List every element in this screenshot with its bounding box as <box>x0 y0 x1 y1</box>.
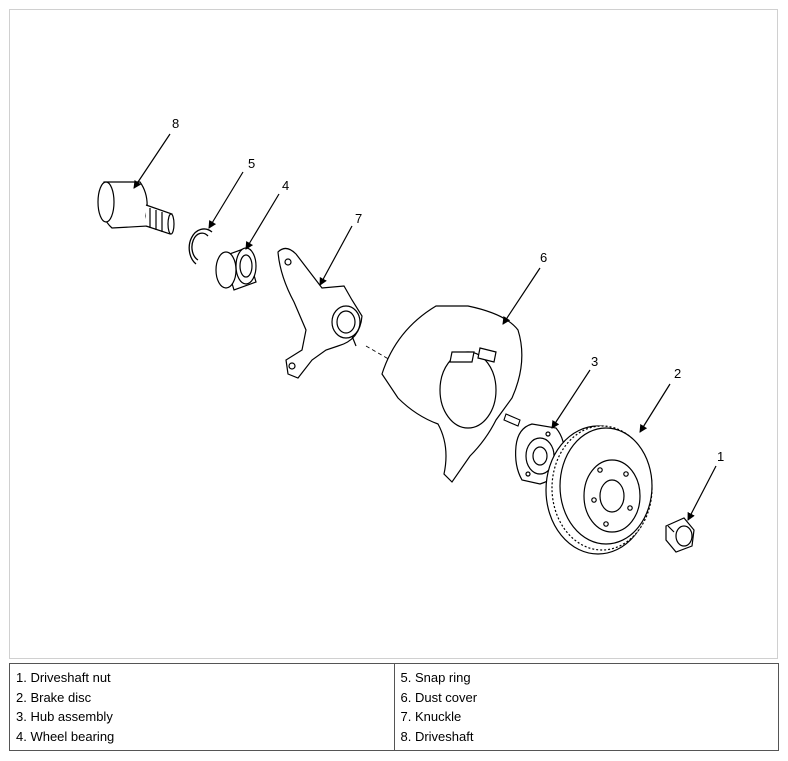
legend-item: 5. Snap ring <box>400 670 471 685</box>
callout-3: 3 <box>591 354 598 369</box>
legend-item: 6. Dust cover <box>400 689 478 705</box>
legend-item: 7. Knuckle <box>400 709 462 724</box>
snap-ring-part <box>188 228 213 265</box>
callout-4: 4 <box>282 178 289 193</box>
diagram-frame <box>9 9 778 659</box>
driveshaft-nut-part <box>665 517 695 553</box>
callout-1: 1 <box>717 449 724 464</box>
driveshaft-part <box>97 181 175 235</box>
legend-column-right: 5. Snap ring 6. Dust cover 7. Knuckle 8.… <box>393 664 779 750</box>
dust-cover-part <box>381 305 523 483</box>
brake-disc-part <box>545 425 653 555</box>
wheel-bearing-part <box>215 247 257 291</box>
legend-item: 2. Brake disc <box>16 689 92 705</box>
parts-legend-table: 1. Driveshaft nut 2. Brake disc 3. Hub a… <box>9 663 779 751</box>
legend-item: 1. Driveshaft nut <box>16 670 111 685</box>
exploded-view-diagram: 8 5 4 7 6 3 2 1 <box>97 116 724 555</box>
callout-7: 7 <box>355 211 362 226</box>
legend-item: 4. Wheel bearing <box>16 728 115 744</box>
callout-8: 8 <box>172 116 179 131</box>
callout-5: 5 <box>248 156 255 171</box>
legend-item: 8. Driveshaft <box>400 728 474 744</box>
callout-6: 6 <box>540 250 547 265</box>
legend-column-left: 1. Driveshaft nut 2. Brake disc 3. Hub a… <box>10 664 394 750</box>
legend-item: 3. Hub assembly <box>16 709 113 724</box>
callout-2: 2 <box>674 366 681 381</box>
knuckle-part <box>277 247 363 379</box>
hub-bolt-part <box>503 413 521 427</box>
